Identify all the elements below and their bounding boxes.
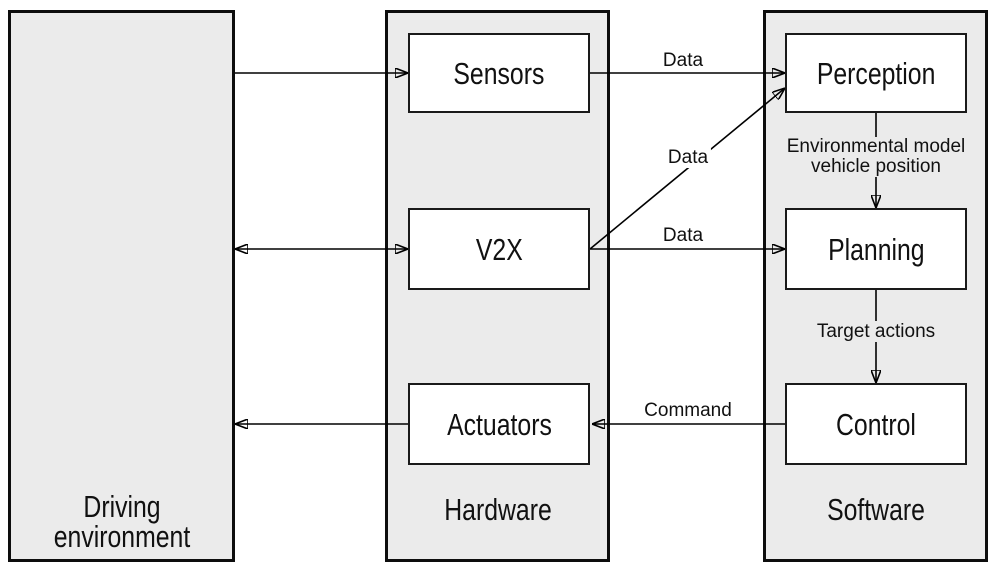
panel-title-line1: Driving xyxy=(83,489,161,524)
arrow-v2x-to-perception xyxy=(589,88,785,250)
panel-title-hardware: Hardware xyxy=(444,492,552,527)
box-perception: Perception xyxy=(785,33,967,113)
box-sensors-label: Sensors xyxy=(453,55,545,91)
panel-driving-environment xyxy=(8,10,235,562)
box-v2x: V2X xyxy=(408,208,590,290)
box-control-label: Control xyxy=(836,406,916,442)
edge-label-sensors-data: Data xyxy=(662,50,704,71)
box-actuators: Actuators xyxy=(408,383,590,465)
box-planning: Planning xyxy=(785,208,967,290)
panel-title-driving-environment: Driving environment xyxy=(37,489,208,554)
edge-label-command: Command xyxy=(644,400,732,421)
box-control: Control xyxy=(785,383,967,465)
box-sensors: Sensors xyxy=(408,33,590,113)
edge-label-environmental-model-line2: vehicle position xyxy=(811,156,941,177)
panel-title-line2: environment xyxy=(53,519,191,554)
edge-label-environmental-model: Environmental model vehicle position xyxy=(782,136,970,177)
box-v2x-label: V2X xyxy=(475,231,523,267)
panel-title-software: Software xyxy=(827,492,925,527)
box-actuators-label: Actuators xyxy=(446,406,552,442)
edge-label-target-actions: Target actions xyxy=(812,321,940,342)
edge-label-v2x-planning-data: Data xyxy=(662,225,704,246)
box-perception-label: Perception xyxy=(816,55,936,91)
box-planning-label: Planning xyxy=(827,231,925,267)
edge-label-v2x-perception-data: Data xyxy=(664,147,712,168)
edge-label-environmental-model-line1: Environmental model xyxy=(786,136,966,157)
